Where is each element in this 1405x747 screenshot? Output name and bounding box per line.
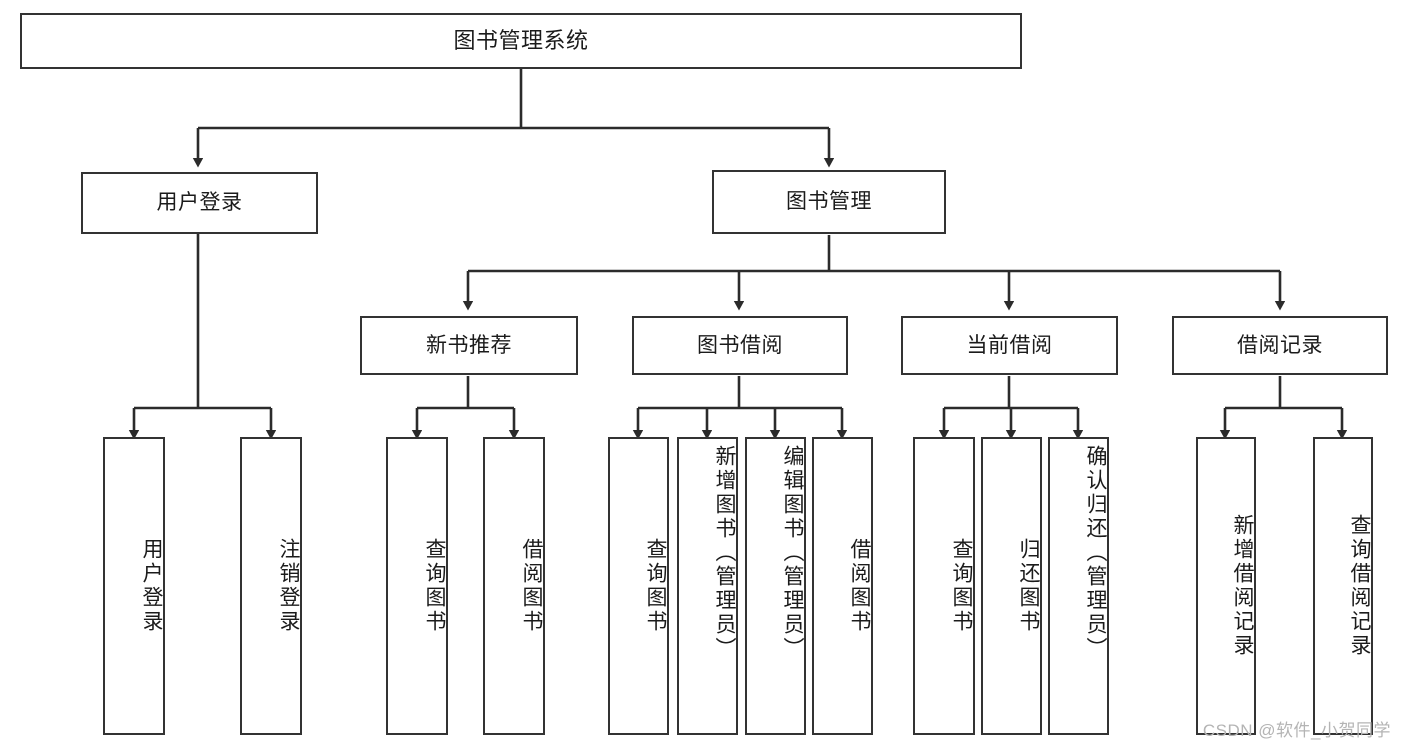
leaf-user-login[interactable]: 用户登录: [103, 437, 165, 735]
node-new-book-recommend[interactable]: 新书推荐: [360, 316, 578, 375]
leaf-add-borrow-record[interactable]: 新增借阅记录: [1196, 437, 1256, 735]
leaf-logout-login[interactable]: 注销登录: [240, 437, 302, 735]
node-label: 确认归还（管理员）: [1084, 445, 1107, 661]
node-label: 图书借阅: [697, 333, 783, 357]
node-label: 借阅图书: [520, 538, 543, 634]
leaf-return-book[interactable]: 归还图书: [981, 437, 1042, 735]
node-label: 查询图书: [644, 538, 667, 634]
node-label: 新增图书（管理员）: [713, 445, 736, 661]
leaf-query-borrow-record[interactable]: 查询借阅记录: [1313, 437, 1373, 735]
node-label: 图书管理系统: [453, 27, 589, 53]
node-borrow-record[interactable]: 借阅记录: [1172, 316, 1388, 375]
node-label: 查询借阅记录: [1348, 514, 1371, 658]
watermark: CSDN @软件_小贺同学: [1202, 721, 1391, 740]
node-label: 用户登录: [156, 191, 243, 215]
leaf-borrow-book[interactable]: 借阅图书: [812, 437, 873, 735]
node-book-borrow[interactable]: 图书借阅: [632, 316, 848, 375]
node-label: 注销登录: [277, 538, 300, 634]
node-label: 归还图书: [1017, 538, 1040, 634]
leaf-query-book-current[interactable]: 查询图书: [913, 437, 975, 735]
leaf-borrow-book-recommend[interactable]: 借阅图书: [483, 437, 545, 735]
node-current-borrow[interactable]: 当前借阅: [901, 316, 1118, 375]
node-label: 新书推荐: [426, 333, 512, 357]
node-label: 编辑图书（管理员）: [781, 445, 804, 661]
node-user-login[interactable]: 用户登录: [81, 172, 318, 234]
node-label: 查询图书: [423, 538, 446, 634]
leaf-edit-book-admin[interactable]: 编辑图书（管理员）: [745, 437, 806, 735]
node-book-management[interactable]: 图书管理: [712, 170, 946, 234]
leaf-query-book-borrow[interactable]: 查询图书: [608, 437, 669, 735]
node-label: 借阅记录: [1237, 333, 1323, 357]
node-label: 用户登录: [140, 538, 163, 634]
leaf-confirm-return-admin[interactable]: 确认归还（管理员）: [1048, 437, 1109, 735]
node-label: 借阅图书: [848, 538, 871, 634]
node-label: 新增借阅记录: [1231, 514, 1254, 658]
leaf-query-book-recommend[interactable]: 查询图书: [386, 437, 448, 735]
node-label: 查询图书: [950, 538, 973, 634]
leaf-add-book-admin[interactable]: 新增图书（管理员）: [677, 437, 738, 735]
node-label: 当前借阅: [966, 333, 1053, 357]
node-root-book-management-system[interactable]: 图书管理系统: [20, 13, 1022, 69]
node-label: 图书管理: [786, 190, 872, 214]
